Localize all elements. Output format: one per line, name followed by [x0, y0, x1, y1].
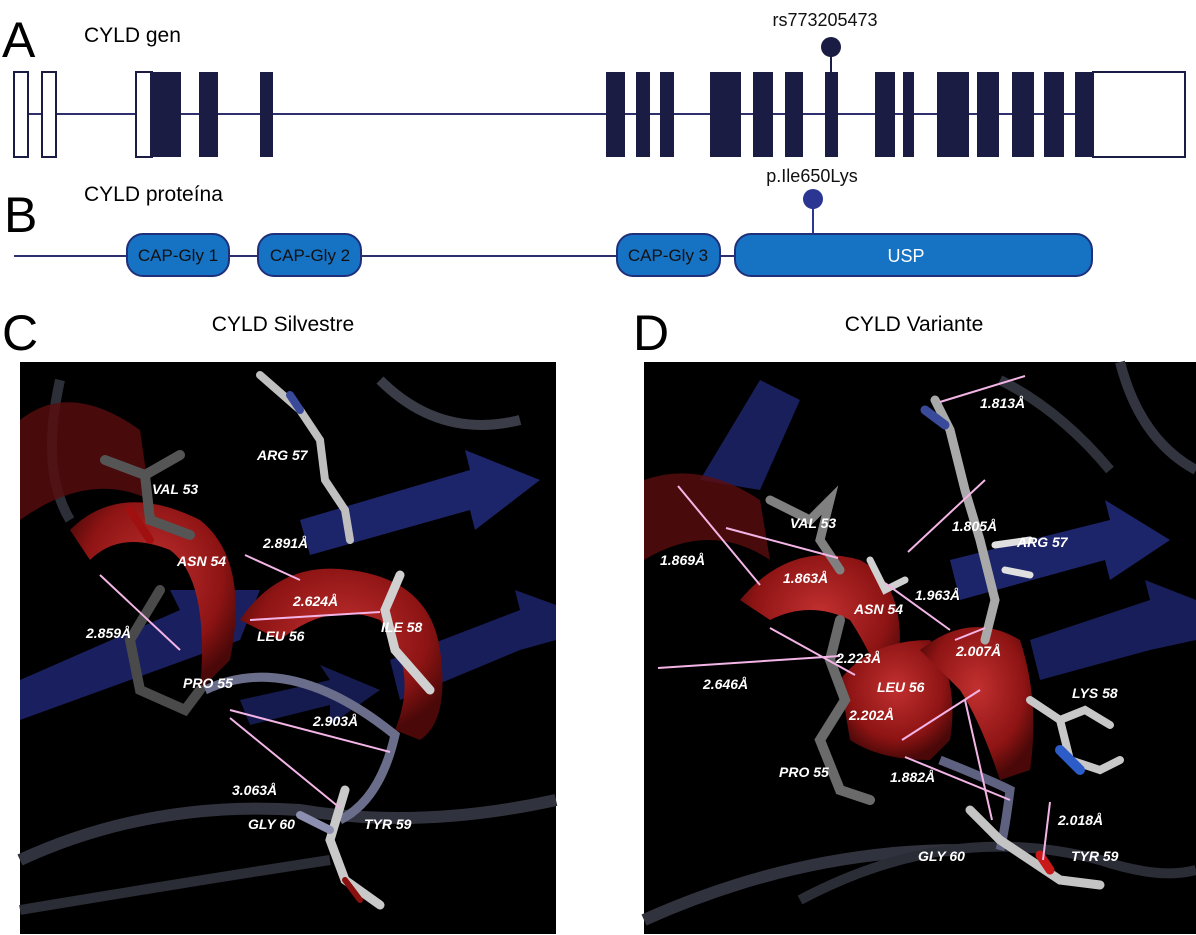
exon [937, 72, 969, 157]
distance-label-d: 1.869Å [660, 552, 705, 568]
residue-label-c: TYR 59 [364, 816, 412, 832]
panel-letter-c: C [2, 305, 38, 361]
variant-label: p.Ile650Lys [766, 166, 857, 186]
panel-letter-d: D [633, 305, 669, 361]
residue-label-d: TYR 59 [1071, 848, 1119, 864]
distance-label-d: 1.805Å [952, 518, 997, 534]
residue-label-d: ASN 54 [853, 601, 903, 617]
distance-label-d: 2.018Å [1057, 812, 1103, 828]
exon [875, 72, 895, 157]
exon [753, 72, 773, 157]
distance-label-d: 1.882Å [890, 769, 935, 785]
protein-structure: CAP-Gly 1 CAP-Gly 2 CAP-Gly 3 USP [14, 233, 1093, 277]
residue-label-c: ARG 57 [256, 447, 309, 463]
cap-gly-3-domain [616, 233, 721, 277]
distance-label-d: 1.813Å [980, 395, 1025, 411]
variant-marker: p.Ile650Lys [766, 166, 858, 234]
distance-label-d: 2.646Å [702, 676, 748, 692]
distance-label-d: 1.863Å [783, 570, 828, 586]
utr-exon [41, 71, 57, 158]
variant-structure-image: VAL 53 ARG 57 ASN 54 LEU 56 LYS 58 PRO 5… [641, 360, 1196, 934]
residue-label-c: VAL 53 [152, 481, 198, 497]
protein-title: CYLD proteína [84, 183, 223, 206]
wildtype-title: CYLD Silvestre [212, 313, 354, 336]
residue-label-c: ILE 58 [381, 619, 422, 635]
snp-marker: rs773205473 [772, 10, 878, 72]
usp-label: USP [887, 246, 924, 266]
gene-title: CYLD gen [84, 24, 181, 47]
distance-label-d: 2.223Å [835, 650, 881, 666]
gene-structure [13, 71, 1186, 158]
residue-label-d: ARG 57 [1016, 534, 1069, 550]
exon [1044, 72, 1064, 157]
exon [606, 72, 625, 157]
distance-label-d: 2.202Å [848, 707, 894, 723]
cap-gly-1-label: CAP-Gly 1 [138, 246, 218, 265]
residue-label-d: PRO 55 [779, 764, 829, 780]
utr-exon [1092, 71, 1186, 158]
residue-label-c: GLY 60 [248, 816, 295, 832]
exon [977, 72, 999, 157]
residue-label-d: LEU 56 [877, 679, 925, 695]
exon [150, 72, 181, 157]
distance-label-d: 1.963Å [915, 587, 960, 603]
snp-label: rs773205473 [772, 10, 877, 30]
exon [260, 72, 273, 157]
residue-label-d: LYS 58 [1072, 685, 1118, 701]
distance-label-d: 2.007Å [955, 643, 1001, 659]
distance-label-c: 3.063Å [232, 782, 277, 798]
cap-gly-1-domain [126, 233, 230, 277]
residue-label-d: GLY 60 [918, 848, 965, 864]
panel-letter-a: A [2, 12, 36, 68]
exon [785, 72, 803, 157]
exon [199, 72, 218, 157]
residue-label-c: PRO 55 [183, 675, 233, 691]
wildtype-structure-image: ARG 57 VAL 53 ASN 54 LEU 56 ILE 58 PRO 5… [17, 362, 558, 934]
residue-label-c: LEU 56 [257, 628, 305, 644]
usp-domain [734, 233, 1093, 277]
panel-letter-b: B [4, 187, 37, 243]
utr-exon [135, 71, 153, 158]
variant-title: CYLD Variante [845, 313, 984, 336]
distance-label-c: 2.859Å [85, 625, 131, 641]
exon [636, 72, 650, 157]
distance-label-c: 2.891Å [262, 535, 308, 551]
exon [1075, 72, 1095, 157]
cap-gly-2-domain [257, 233, 362, 277]
residue-label-c: ASN 54 [176, 553, 226, 569]
exon [660, 72, 674, 157]
residue-label-d: VAL 53 [790, 515, 836, 531]
exon [825, 72, 838, 157]
snp-marker-dot [821, 37, 841, 57]
variant-marker-dot [803, 189, 823, 209]
cap-gly-3-label: CAP-Gly 3 [628, 246, 708, 265]
cap-gly-2-label: CAP-Gly 2 [270, 246, 350, 265]
exon [903, 72, 914, 157]
exon [1012, 72, 1034, 157]
utr-exon [13, 71, 29, 158]
exon [710, 72, 741, 157]
distance-label-c: 2.903Å [312, 713, 358, 729]
distance-label-c: 2.624Å [292, 593, 338, 609]
